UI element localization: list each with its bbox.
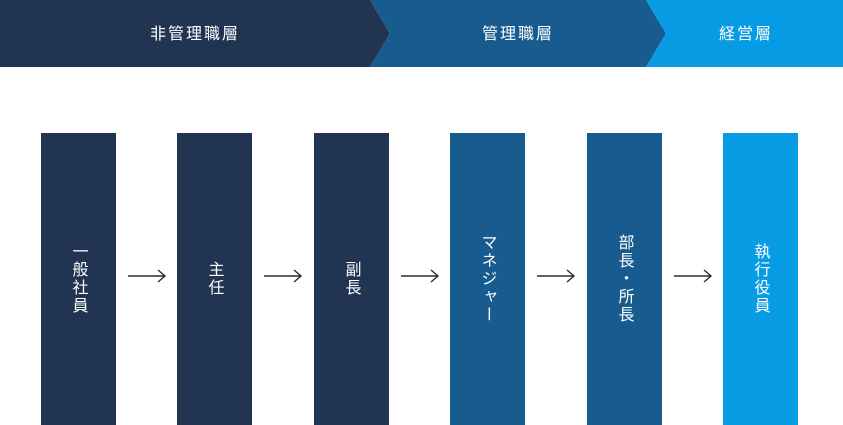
level-box-executive-officer: 執行役員 xyxy=(723,133,798,425)
level-label: 副長 xyxy=(342,261,362,297)
level-box-department-head: 部長・所長 xyxy=(587,133,662,425)
banner-segment-management xyxy=(370,0,666,67)
level-label: 一般社員 xyxy=(69,243,89,315)
level-banner: 非管理職層 管理職層 経営層 xyxy=(0,0,843,67)
banner-segment-non-management xyxy=(0,0,390,67)
arrow-right-icon xyxy=(537,269,576,283)
banner-label-executive: 経営層 xyxy=(718,24,773,43)
level-box-general-staff: 一般社員 xyxy=(41,133,116,425)
level-box-manager: マネジャー xyxy=(450,133,525,425)
banner-chevrons xyxy=(0,0,843,67)
level-box-deputy: 副長 xyxy=(314,133,389,425)
arrow-right-icon xyxy=(264,269,303,283)
level-label: 主任 xyxy=(205,261,225,297)
arrow-right-icon xyxy=(401,269,440,283)
level-label: 部長・所長 xyxy=(615,234,635,324)
banner-label-non-management: 非管理職層 xyxy=(149,24,240,43)
level-label: マネジャー xyxy=(478,234,498,324)
arrow-right-icon xyxy=(128,269,167,283)
banner-label-management: 管理職層 xyxy=(481,24,554,43)
banner-segment-executive xyxy=(646,0,843,67)
arrow-right-icon xyxy=(674,269,713,283)
level-label: 執行役員 xyxy=(751,243,771,315)
level-box-chief: 主任 xyxy=(177,133,252,425)
